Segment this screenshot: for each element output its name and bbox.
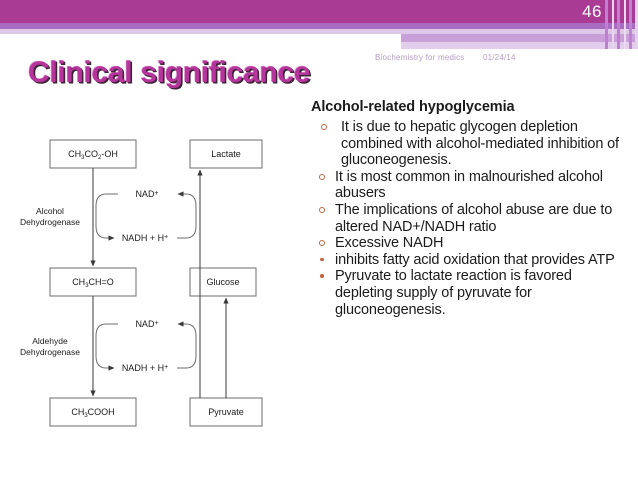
box-label-lactate: Lactate — [211, 149, 241, 159]
cofactor-label-nadh-2: NADH + H+ — [122, 363, 168, 373]
list-item: Pyruvate to lactate reaction is favored … — [311, 268, 633, 318]
list-item-text: Excessive NADH — [335, 235, 444, 252]
list-item-text: It is most common in malnourished alcoho… — [335, 168, 603, 202]
banner-band-mid — [0, 23, 638, 29]
box-glucose — [189, 267, 257, 297]
header-date: 01/24/14 — [482, 53, 516, 62]
banner-vertical-stripes — [602, 0, 638, 49]
enzyme-label-alcohol-dehydrogenase: Alcohol — [36, 206, 64, 216]
box-acetate — [49, 397, 137, 427]
list-item: inhibits fatty acid oxidation that provi… — [311, 252, 633, 269]
banner-band-main — [0, 0, 638, 23]
cofactor-loop-1-right — [177, 191, 197, 239]
header-meta: Biochemistry for medics 01/24/14 — [375, 53, 516, 62]
banner-band-light — [0, 29, 638, 34]
bullet-hollow-circle-icon — [319, 173, 325, 180]
content-heading: Alcohol-related hypoglycemia — [311, 99, 515, 115]
vertical-stripe — [612, 0, 614, 49]
cofactor-label-nad-2: NAD+ — [135, 319, 158, 329]
vertical-stripe — [635, 0, 638, 49]
enzyme-label-alcohol-dehydrogenase-line2: Dehydrogenase — [20, 217, 80, 227]
cofactor-loop-2-left — [95, 323, 118, 371]
list-item: It is due to hepatic glycogen depletion … — [311, 119, 633, 169]
box-label-ethanol: CH3CO2-OH — [68, 149, 118, 161]
bullet-dot-icon — [320, 274, 324, 278]
cofactor-label-nadh-1: NADH + H+ — [122, 233, 168, 243]
vertical-stripe — [617, 0, 620, 49]
vertical-stripe — [605, 0, 608, 49]
bullet-dot-icon — [320, 257, 324, 262]
box-pyruvate — [189, 397, 263, 427]
cofactor-loop-1-left — [95, 193, 118, 241]
list-item: The implications of alcohol abuse are du… — [311, 202, 633, 235]
bullet-hollow-circle-icon — [319, 206, 325, 213]
box-lactate — [189, 139, 263, 169]
list-item-text: It is due to hepatic glycogen depletion … — [341, 119, 619, 169]
page-title: Clinical significance — [28, 56, 311, 89]
page-number: 46 — [582, 2, 602, 21]
banner-right-band-light — [401, 42, 638, 49]
box-label-acetate: CH3COOH — [71, 407, 114, 419]
bullet-hollow-circle-icon — [319, 240, 325, 247]
enzyme-label-aldehyde-dehydrogenase: Aldehyde — [32, 336, 68, 346]
bullet-list: It is due to hepatic glycogen depletion … — [311, 119, 633, 318]
box-label-glucose: Glucose — [206, 277, 239, 287]
banner-right-band-mid — [401, 34, 638, 42]
header-source: Biochemistry for medics — [375, 53, 465, 62]
list-item-text: The implications of alcohol abuse are du… — [335, 201, 613, 235]
list-item: Excessive NADH — [311, 235, 633, 252]
vertical-stripe — [624, 0, 626, 49]
list-item-text: inhibits fatty acid oxidation that provi… — [335, 251, 615, 268]
content-column: Alcohol-related hypoglycemia It is due t… — [311, 99, 633, 318]
alcohol-metabolism-diagram: CH3CO2-OH CH3CH=O CH3COOH Lactate Glucos… — [14, 126, 300, 456]
list-item: It is most common in malnourished alcoho… — [311, 169, 633, 202]
box-label-acetaldehyde: CH3CH=O — [72, 277, 114, 289]
box-ethanol — [49, 139, 137, 169]
cofactor-label-nad-1: NAD+ — [135, 189, 158, 199]
box-label-pyruvate: Pyruvate — [208, 407, 244, 417]
list-item-text: Pyruvate to lactate reaction is favored … — [335, 268, 572, 318]
cofactor-loop-2-right — [177, 321, 197, 369]
vertical-stripe — [629, 0, 632, 49]
top-banner — [0, 0, 638, 34]
bullet-hollow-circle-icon — [321, 124, 327, 130]
enzyme-label-aldehyde-dehydrogenase-line2: Dehydrogenase — [20, 347, 80, 357]
